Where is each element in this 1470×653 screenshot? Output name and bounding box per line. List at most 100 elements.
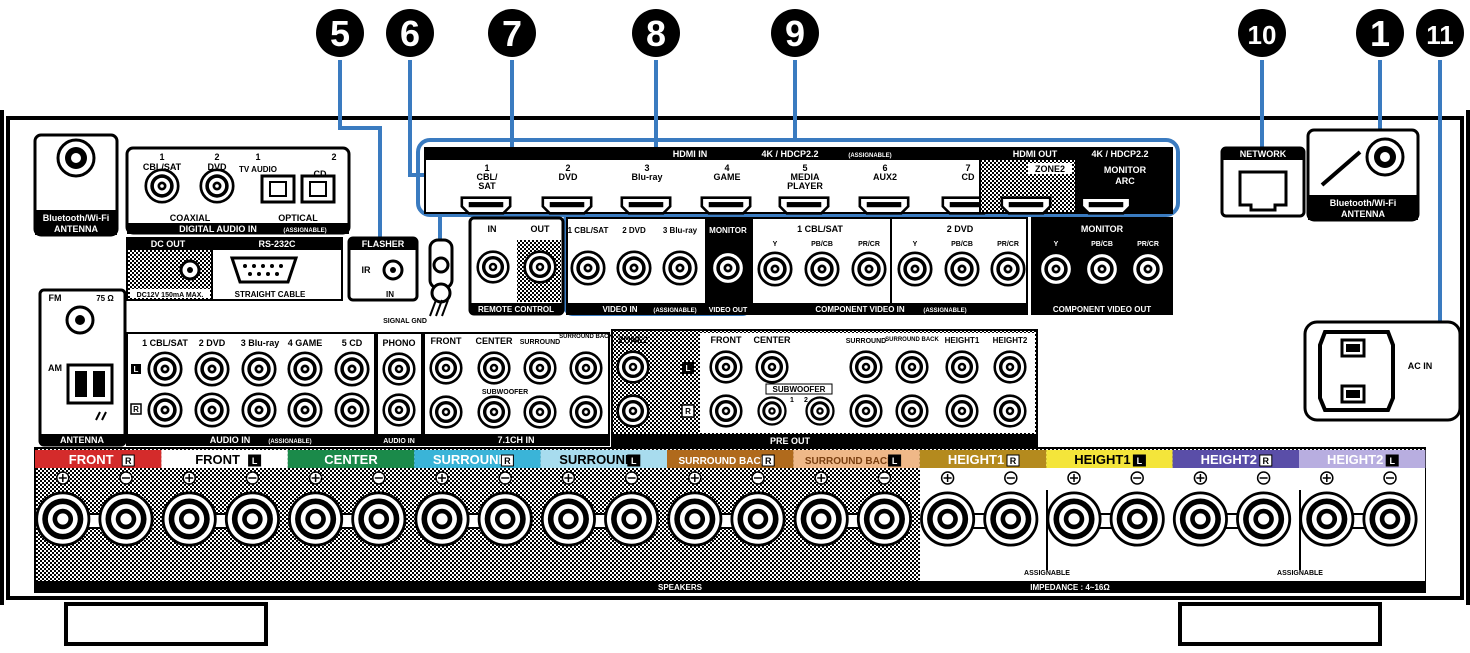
binding-post-plus-1 [35, 491, 91, 547]
vi-label-2: 2 DVD [622, 226, 646, 235]
dc-out-title: DC OUT [151, 239, 186, 249]
speaker-label-11: HEIGHT2 [1327, 452, 1383, 467]
speaker-channel-3: CENTER [287, 450, 415, 547]
binding-post-plus-8 [920, 491, 976, 547]
vi-assignable: (ASSIGNABLE) [653, 308, 696, 314]
dai-num-2: 2 [214, 152, 219, 162]
po-jack-bot-7 [993, 394, 1027, 428]
ai-jack-r-2 [194, 392, 230, 428]
hdmi-title: HDMI IN [673, 149, 708, 159]
ai-jack-r-1 [147, 392, 183, 428]
po-h1: HEIGHT1 [945, 336, 980, 345]
ci-jack-1 [757, 251, 793, 287]
binding-post-minus-6 [730, 491, 786, 547]
network-panel: NETWORK [1220, 146, 1306, 218]
binding-post-minus-5 [604, 491, 660, 547]
coaxial-label: COAXIAL [170, 213, 211, 223]
po-sub-n2: 2 [804, 397, 808, 404]
flasher-ir: IR [362, 265, 372, 275]
binding-post-minus-1 [98, 491, 154, 547]
dai-num-1: 1 [159, 152, 164, 162]
callout-line-5 [338, 60, 382, 245]
dai-name-3: TV AUDIO [239, 165, 277, 174]
hdmi-in-num-6: 6 [882, 163, 887, 173]
ac-in-label: AC IN [1408, 361, 1433, 371]
hdmi-monitor-label: MONITOR [1104, 165, 1147, 175]
ci-title: COMPONENT VIDEO IN [815, 305, 905, 314]
ch71-center: CENTER [475, 336, 513, 346]
speaker-side-1: R [125, 456, 132, 466]
am-terminal [66, 363, 114, 405]
bt-antenna-r-label1: Bluetooth/Wi-Fi [1330, 198, 1396, 208]
network-title: NETWORK [1240, 149, 1287, 159]
digital-audio-title: DIGITAL AUDIO IN [179, 224, 257, 234]
co-monitor: MONITOR [1081, 224, 1124, 234]
remote-control-panel: IN OUT REMOTE CONTROL [468, 216, 565, 316]
po-sub: SUBWOOFER [773, 385, 826, 394]
ch71-sback: SURROUND BACK [559, 334, 613, 340]
co-jack-1 [1038, 251, 1074, 287]
co-sub-label-2: PB/CB [1091, 241, 1113, 248]
video-in-panel: 1 CBL/SAT 2 DVD 3 Blu-ray MONITOR VIDEO … [566, 217, 753, 315]
binding-post-minus-11 [1362, 491, 1418, 547]
binding-post-minus-4 [477, 491, 533, 547]
ci-sub-label-2: PB/CB [811, 241, 833, 248]
co-jack-3 [1130, 251, 1166, 287]
hdmi-in-port-1 [460, 196, 512, 215]
ch71-front: FRONT [431, 336, 462, 346]
ch71-jack-top-2 [477, 351, 511, 385]
hdmi-in-name-4: GAME [714, 172, 741, 182]
rc-out-label: OUT [531, 224, 551, 234]
hdmi-in-name-1b: SAT [478, 181, 496, 191]
co-sub-label-3: PR/CR [1137, 241, 1159, 248]
ch71-jack-bot-4 [569, 395, 603, 429]
hdmi-in-num-7: 7 [965, 163, 970, 173]
ch71-in-panel: FRONT CENTER SURROUND SURROUND BACK SUBW… [423, 332, 613, 446]
hdmi-in-name-2: DVD [558, 172, 578, 182]
po-jack-top-1 [616, 350, 650, 384]
hdmi-spec: 4K / HDCP2.2 [761, 149, 818, 159]
ai-label-3: 3 Blu-ray [241, 338, 280, 348]
vi-title: VIDEO IN [602, 305, 637, 314]
svg-text:L: L [686, 364, 691, 373]
optical-label: OPTICAL [278, 213, 318, 223]
hdmi-in-name-6: AUX2 [873, 172, 897, 182]
hdmi-panel: HDMI IN 4K / HDCP2.2 (ASSIGNABLE) 1CBL/S… [424, 147, 1173, 215]
rc-in-jack [476, 250, 510, 284]
binding-post-plus-7 [793, 491, 849, 547]
po-surround: SURROUND [846, 338, 886, 345]
hdmi-in-num-4: 4 [724, 163, 729, 173]
ci-sub-label-5: PB/CB [951, 241, 973, 248]
callout-label-11: 11 [1426, 20, 1454, 50]
callout-label-6: 6 [400, 13, 420, 54]
hdmi-in-port-5 [778, 196, 830, 215]
hdmi-zone2-label: ZONE2 [1035, 164, 1065, 174]
vi-jack-1 [570, 250, 606, 286]
po-sback: SURROUND BACK [885, 337, 939, 343]
dc-out-spec: DC12V 150mA MAX. [137, 292, 204, 299]
po-jack-bot-6 [945, 394, 979, 428]
ci-jack-6 [990, 251, 1026, 287]
speaker-side-9: L [1137, 456, 1143, 466]
rc-out-jack [523, 250, 557, 284]
callout-label-10: 10 [1248, 20, 1277, 50]
hdmi-in-name-7: CD [962, 172, 975, 182]
vi-monitor: MONITOR [709, 226, 747, 235]
hdmi-in-port-6 [858, 196, 910, 215]
am-label: AM [48, 363, 62, 373]
hdmi-in-num-1: 1 [484, 163, 489, 173]
bt-antenna-right: Bluetooth/Wi-Fi ANTENNA [1306, 128, 1420, 222]
speakers-assignable-2: ASSIGNABLE [1277, 570, 1323, 577]
ci-jack-3 [851, 251, 887, 287]
ci-sub-label-3: PR/CR [858, 241, 880, 248]
dai-num-4: 2 [331, 152, 336, 162]
flasher-title: FLASHER [362, 239, 405, 249]
hdmi-assignable: (ASSIGNABLE) [848, 153, 891, 159]
speaker-side-6: R [765, 456, 772, 466]
binding-post-plus-3 [288, 491, 344, 547]
vi-out-jack [710, 250, 746, 286]
